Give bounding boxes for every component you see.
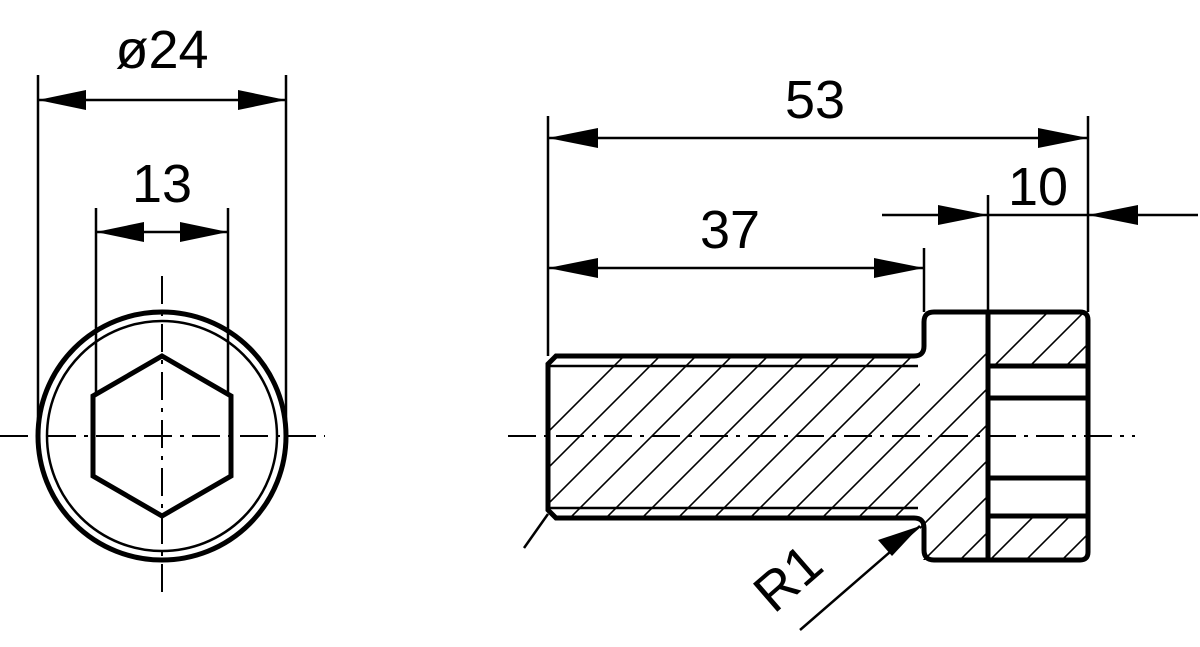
shank-hatching <box>548 356 920 518</box>
chamfer-leader <box>522 513 550 549</box>
inner-circle <box>45 319 279 553</box>
head-right-hatching <box>992 312 1088 366</box>
shank-length-label: 37 <box>700 200 760 260</box>
head-length-label: 10 <box>1008 157 1068 217</box>
total-length-label: 53 <box>785 70 845 130</box>
head-hatching <box>920 350 988 560</box>
hex-width-dimension: 13 <box>94 154 230 396</box>
section-view: 53 37 10 R1 <box>508 70 1198 631</box>
head-right-hatching-bottom <box>988 516 1088 560</box>
part-outline <box>545 309 1091 563</box>
radius-label: R1 <box>742 533 833 624</box>
hex-width-label: 13 <box>132 154 192 214</box>
diameter-label: ø24 <box>115 20 208 80</box>
radius-dimension: R1 <box>742 525 921 631</box>
front-view: ø24 13 <box>0 20 325 600</box>
head-length-dimension: 10 <box>882 157 1198 312</box>
hex-socket <box>90 353 234 519</box>
shank-length-dimension: 37 <box>548 200 926 312</box>
diameter-dimension: ø24 <box>36 20 288 436</box>
